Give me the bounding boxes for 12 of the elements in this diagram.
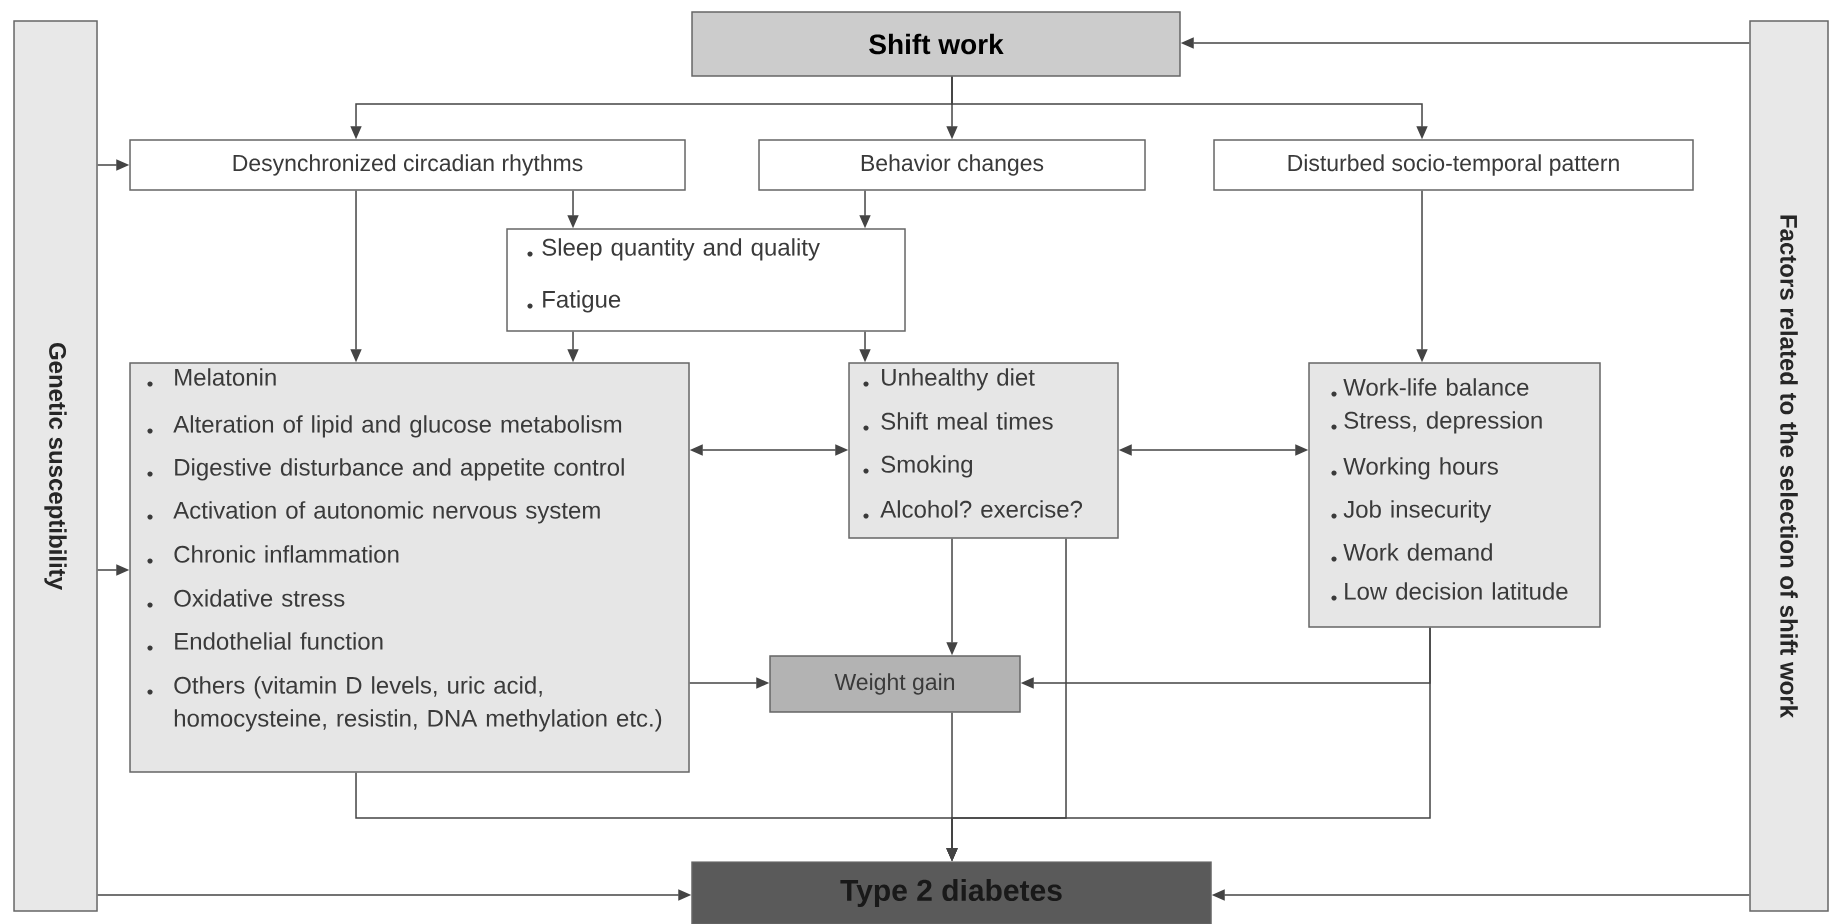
process-box: Disturbed socio-temporal pattern: [1213, 139, 1694, 191]
list-box: Unhealthy diet Shift meal times Smoking Alcohol? exercise?: [848, 362, 1119, 539]
outcome-box: Type 2 diabetes: [691, 861, 1212, 924]
list-box: Melatonin Alteration of lipid and glucose metabolism Digestive disturbance and appetite control Activation of autonomic nervous system Chronic inflammation Oxidative stress Endothelial function Others (vitamin D levels, uric acid, homocysteine, resistin, DNA methylation etc.): [129, 362, 690, 773]
cause-box: Shift work: [691, 11, 1181, 77]
side-bar: Factors related to the selection of shift work: [1749, 20, 1829, 912]
list-box: Sleep quantity and quality Fatigue: [506, 228, 906, 332]
list-box: Work-life balance Stress, depression Working hours Job insecurity Work demand Low decision latitude: [1308, 362, 1601, 628]
process-box: Desynchronized circadian rhythms: [129, 139, 686, 191]
outcome-box: Weight gain: [769, 655, 1021, 713]
process-box: Behavior changes: [758, 139, 1146, 191]
side-bar: Genetic susceptibility: [13, 20, 98, 912]
